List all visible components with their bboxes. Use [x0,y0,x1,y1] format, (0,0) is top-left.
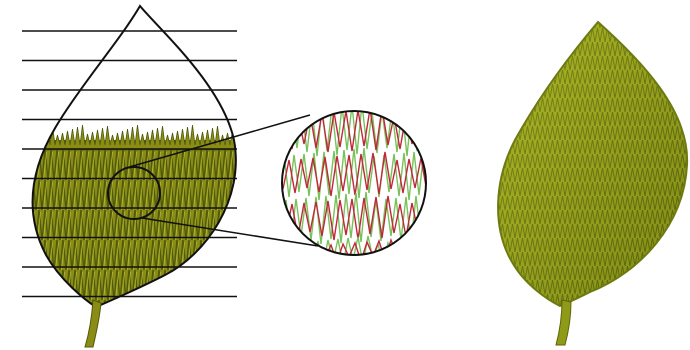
embroidered-leaf [498,22,687,345]
magnified-stitch-view [272,104,439,266]
embroidered-stem [556,300,571,345]
leaf-stem [85,300,101,347]
left-leaf-figure [0,6,300,350]
